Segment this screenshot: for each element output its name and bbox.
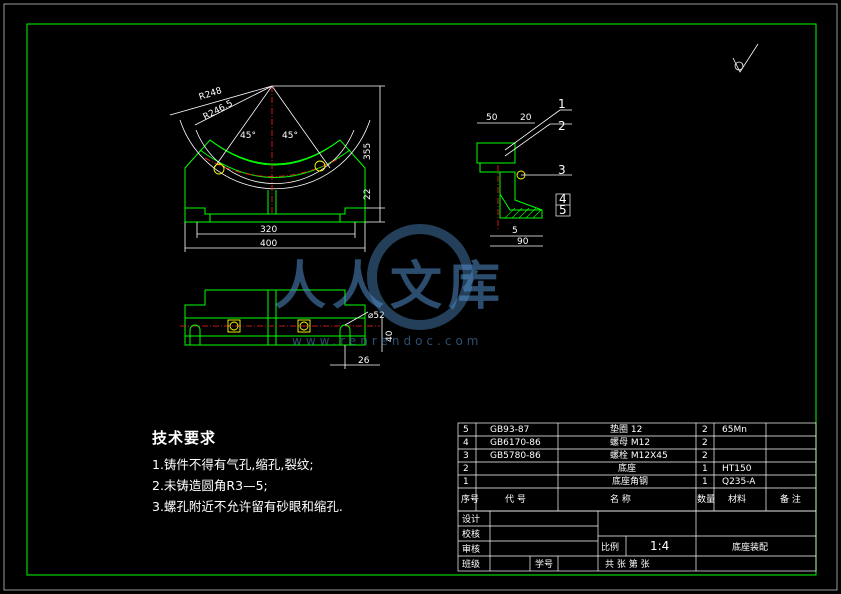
notes-line: 3.螺孔附近不允许留有砂眼和缩孔. — [152, 499, 343, 514]
notes-heading: 技术要求 — [152, 429, 217, 447]
bom-material: 65Mn — [722, 425, 747, 435]
tb-class: 班级 — [462, 558, 480, 570]
dim-depth: 40 — [385, 330, 395, 342]
notes-line: 1.铸件不得有气孔,缩孔,裂纹; — [152, 457, 314, 472]
tb-student-no: 学号 — [535, 558, 553, 570]
bom-header-code: 代 号 — [505, 494, 526, 505]
bom-name: 垫圈 12 — [610, 423, 642, 435]
dim-side-bottom-a: 5 — [512, 226, 518, 236]
tb-design: 设计 — [462, 513, 480, 525]
callout-4: 4 — [559, 192, 567, 206]
bom-table — [457, 422, 817, 512]
plan-view: ⌀52 40 26 — [180, 289, 395, 369]
side-view: 50 20 5 90 1 2 3 4 5 — [476, 97, 572, 247]
dim-base-height: 22 — [363, 189, 373, 200]
bom-no: 4 — [463, 438, 469, 448]
dim-side-top-a: 50 — [486, 113, 498, 123]
tb-scale: 1:4 — [650, 539, 669, 553]
bom-no: 2 — [463, 464, 469, 474]
bom-no: 1 — [463, 477, 469, 487]
title-block-text: 设计 校核 审核 班级 学号 比例 1:4 底座装配 共 张 第 张 — [462, 513, 768, 570]
dim-r-outer: R248 — [198, 86, 224, 103]
bom-header-qty: 数量 — [697, 493, 715, 505]
bom-name: 底座 — [618, 462, 636, 474]
tb-check: 校核 — [462, 528, 480, 540]
outer-frame — [3, 3, 838, 591]
technical-requirements: 技术要求 1.铸件不得有气孔,缩孔,裂纹; 2.未铸造圆角R3—5; 3.螺孔附… — [152, 427, 343, 517]
dim-outer-width: 400 — [260, 239, 277, 249]
bom-qty: 2 — [702, 451, 708, 461]
front-view: R248 R246.5 45° 45° 355 22 320 400 — [169, 85, 385, 252]
dim-side-bottom-b: 90 — [517, 237, 529, 247]
dim-side-top-b: 20 — [520, 113, 532, 123]
callout-2: 2 — [558, 119, 566, 133]
dim-angle-right: 45° — [282, 131, 298, 141]
tb-drawing-name: 底座装配 — [732, 541, 768, 553]
bom-code: GB6170-86 — [490, 438, 541, 448]
dim-r-inner: R246.5 — [202, 99, 235, 123]
callout-1: 1 — [558, 97, 566, 111]
bom-code: GB93-87 — [490, 425, 529, 435]
roughness-symbol — [732, 43, 759, 73]
bom-no: 5 — [463, 425, 469, 435]
notes-line: 2.未铸造圆角R3—5; — [152, 478, 268, 493]
bom-qty: 2 — [702, 438, 708, 448]
bom-header-name: 名 称 — [610, 493, 631, 505]
bom-code: GB5780-86 — [490, 451, 541, 461]
bom-material: Q235-A — [722, 477, 756, 487]
bom-name: 螺栓 M12X45 — [610, 449, 668, 461]
bom-name: 底座角钢 — [612, 475, 648, 487]
bom-header-material: 材料 — [728, 493, 746, 505]
bom-qty: 2 — [702, 425, 708, 435]
bom-name: 螺母 M12 — [610, 437, 650, 448]
bom-material: HT150 — [722, 464, 752, 474]
bom-no: 3 — [463, 451, 469, 461]
callout-3: 3 — [558, 163, 566, 177]
callout-5: 5 — [559, 203, 567, 217]
dim-angle-left: 45° — [240, 131, 256, 141]
bom-text: 5 GB93-87 垫圈 12 2 65Mn 4 GB6170-86 螺母 M1… — [461, 423, 801, 505]
tb-review: 审核 — [462, 543, 480, 555]
bom-qty: 1 — [702, 464, 708, 474]
tb-scale-label: 比例 — [601, 541, 619, 553]
tb-sheets: 共 张 第 张 — [605, 558, 650, 570]
dim-inner-width: 320 — [260, 225, 277, 235]
bom-header-no: 序号 — [461, 493, 479, 505]
bom-qty: 1 — [702, 477, 708, 487]
title-block — [457, 510, 817, 572]
dim-hole-dia: ⌀52 — [368, 311, 385, 321]
dim-height: 355 — [363, 143, 373, 160]
inner-frame — [26, 23, 817, 576]
bom-header-note: 备 注 — [780, 493, 801, 505]
dim-offset: 26 — [358, 356, 370, 366]
